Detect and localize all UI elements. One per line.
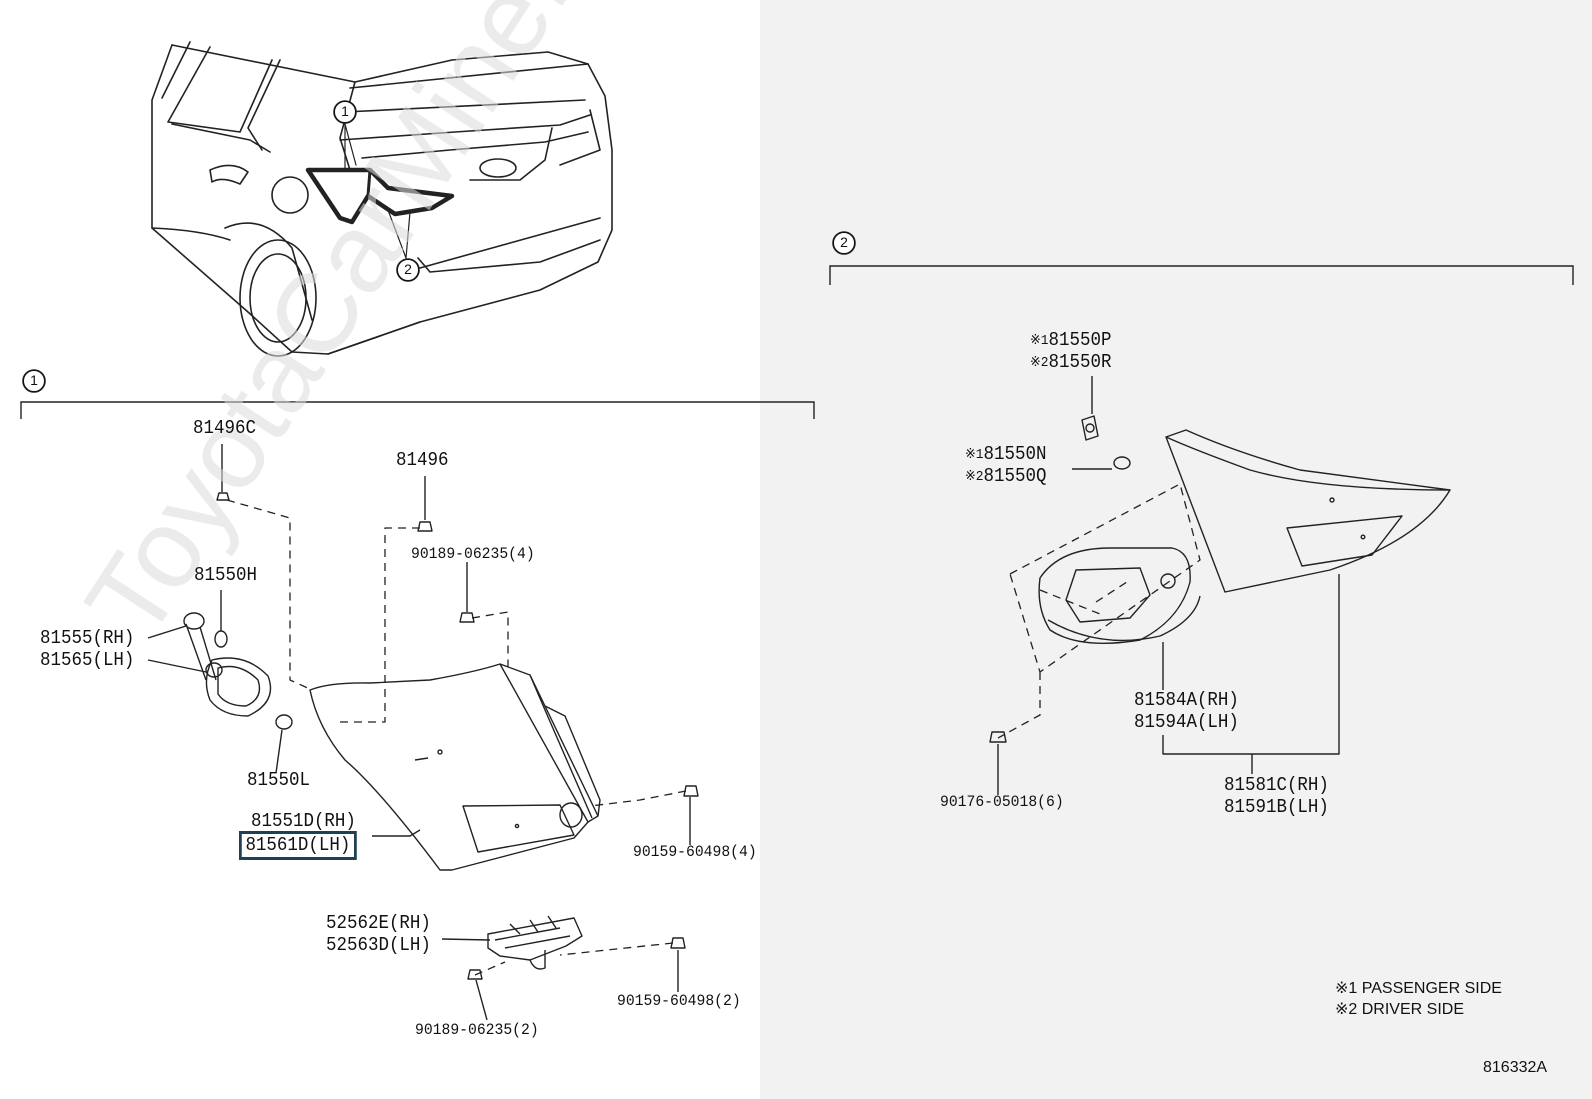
note-driver-side: ※2 DRIVER SIDE [1335, 1001, 1464, 1018]
part-label-81496[interactable]: 81496 [396, 449, 449, 471]
section-1-bracket [20, 401, 815, 419]
diagram-code: 816332A [1483, 1059, 1548, 1076]
part-label-90189-06235-4[interactable]: 90189-06235(4) [411, 545, 535, 563]
driver-side-mark: ※2 [965, 469, 984, 485]
section-1-marker: 1 [23, 370, 45, 392]
part-label-90159-60498-2[interactable]: 90159-60498(2) [617, 992, 741, 1010]
section-2-bracket [829, 265, 1574, 285]
part-label-81550H[interactable]: 81550H [194, 564, 257, 586]
part-label-90159-60498-4[interactable]: 90159-60498(4) [633, 843, 757, 861]
part-label-52562E-rh[interactable]: 52562E(RH) [326, 912, 431, 934]
part-label-81550N[interactable]: ※181550N [965, 443, 1047, 465]
passenger-side-mark: ※1 [1030, 333, 1049, 349]
part-label-81496C[interactable]: 81496C [193, 417, 256, 439]
callout-2-label: 2 [397, 259, 419, 281]
part-label-81594A-lh[interactable]: 81594A(LH) [1134, 711, 1239, 733]
callout-1-label: 1 [334, 101, 356, 123]
passenger-side-mark: ※1 [965, 447, 984, 463]
part-label-52563D-lh[interactable]: 52563D(LH) [326, 934, 431, 956]
section-1-parts [147, 444, 699, 1021]
part-label-81550P[interactable]: ※181550P [1030, 329, 1112, 351]
car-rear-illustration [151, 41, 613, 357]
note-passenger-side: ※1 PASSENGER SIDE [1335, 980, 1502, 997]
part-label-81565-lh[interactable]: 81565(LH) [40, 649, 135, 671]
part-label-81555-rh[interactable]: 81555(RH) [40, 627, 135, 649]
part-label-81591B-lh[interactable]: 81591B(LH) [1224, 796, 1329, 818]
section-2-parts [989, 376, 1451, 795]
part-label-90189-06235-2[interactable]: 90189-06235(2) [415, 1021, 539, 1039]
part-label-81584A-rh[interactable]: 81584A(RH) [1134, 689, 1239, 711]
part-label-81550R[interactable]: ※281550R [1030, 351, 1112, 373]
part-label-90176-05018-6[interactable]: 90176-05018(6) [940, 793, 1064, 811]
part-label-81551D-rh[interactable]: 81551D(RH) [251, 810, 356, 832]
part-label-81550L[interactable]: 81550L [247, 769, 310, 791]
driver-side-mark: ※2 [1030, 355, 1049, 371]
part-label-81550Q[interactable]: ※281550Q [965, 465, 1047, 487]
part-label-81561D-lh-highlighted[interactable]: 81561D(LH) [239, 831, 357, 860]
section-2-marker: 2 [833, 232, 855, 254]
part-label-81581C-rh[interactable]: 81581C(RH) [1224, 774, 1329, 796]
